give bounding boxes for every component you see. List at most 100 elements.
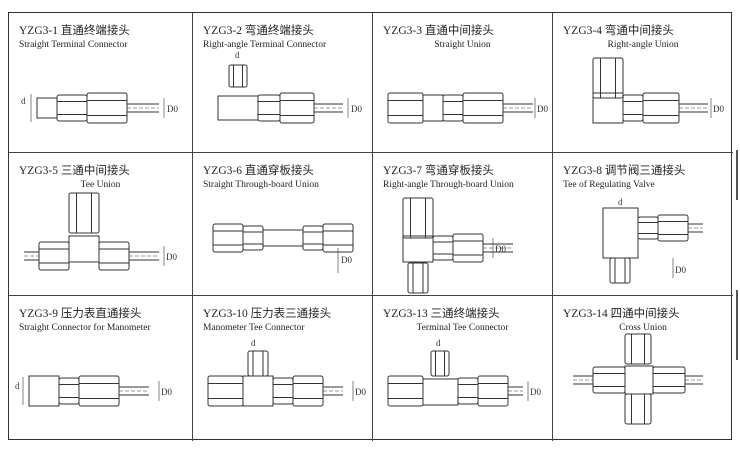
nut xyxy=(622,94,644,122)
nut xyxy=(387,375,424,407)
body xyxy=(422,378,459,406)
scan-edge xyxy=(736,150,738,200)
nut xyxy=(38,241,70,271)
fitting-code: YZG3-7 弯通穿板接头 xyxy=(383,165,494,177)
nut xyxy=(272,377,294,405)
nut xyxy=(68,192,100,234)
fitting-code: YZG3-5 三通中间接头 xyxy=(19,165,130,177)
dimension-label: D0 xyxy=(355,387,366,397)
nut xyxy=(292,375,324,407)
fitting-drawing: dD0 xyxy=(207,338,366,407)
fitting-drawing: D0 xyxy=(212,223,354,273)
nut xyxy=(56,94,88,122)
body xyxy=(68,235,100,263)
nut xyxy=(402,197,434,239)
fitting-cell: D0 YZG3-4 弯通中间接头 Right-angle Union xyxy=(553,13,733,153)
nut xyxy=(432,235,454,261)
nut xyxy=(624,393,652,425)
fitting-english-name: Right-angle Terminal Connector xyxy=(203,40,327,50)
fitting-code: YZG3-14 四通中间接头 xyxy=(563,308,680,320)
scan-edge xyxy=(736,290,738,360)
dimension-label: d xyxy=(15,381,20,391)
nut xyxy=(58,377,80,405)
fitting-code: YZG3-2 弯通终端接头 xyxy=(203,25,314,37)
fitting-code: YZG3-13 三通终端接头 xyxy=(383,308,500,320)
nut xyxy=(442,94,464,122)
nut xyxy=(407,262,429,294)
dimension-label: D0 xyxy=(530,387,541,397)
body xyxy=(402,235,434,263)
fitting-drawing: dD0 xyxy=(15,375,172,407)
fitting-code: YZG3-3 直通中间接头 xyxy=(383,25,494,37)
nut xyxy=(247,350,269,377)
nut xyxy=(322,223,354,253)
fitting-english-name: Right-angle Through-board Union xyxy=(383,180,514,190)
fitting-cell: D0 YZG3-3 直通中间接头 Straight Union xyxy=(373,13,553,153)
nut xyxy=(257,94,281,122)
fitting-drawing: dD0 xyxy=(217,50,362,124)
fitting-drawing: D0 xyxy=(24,192,177,271)
fitting-code: YZG3-9 压力表直通接头 xyxy=(19,308,142,320)
body xyxy=(262,229,304,247)
nut xyxy=(457,377,479,405)
nut xyxy=(302,225,324,251)
fitting-english-name: Straight Terminal Connector xyxy=(19,40,128,50)
nut xyxy=(86,92,128,124)
nut xyxy=(78,375,120,407)
body xyxy=(217,95,259,121)
fitting-drawing: dD0 xyxy=(21,92,178,124)
nut xyxy=(430,350,450,377)
fitting-drawing: D0 xyxy=(387,92,548,124)
nut xyxy=(242,225,264,251)
dimension-label: d xyxy=(21,96,26,106)
dimension-label: d xyxy=(251,338,256,348)
fitting-english-name: Right-angle Union xyxy=(607,40,679,50)
fitting-cell: D0 YZG3-6 直通穿板接头 Straight Through-board … xyxy=(193,153,373,296)
nut xyxy=(212,223,244,253)
nut xyxy=(657,214,689,242)
fitting-english-name: Terminal Tee Connector xyxy=(416,323,509,333)
fitting-english-name: Manometer Tee Connector xyxy=(203,323,305,333)
fitting-code: YZG3-6 直通穿板接头 xyxy=(203,165,314,177)
nut xyxy=(98,241,130,271)
dimension-label: D0 xyxy=(166,252,177,262)
fitting-cell: D0 YZG3-5 三通中间接头 Tee Union xyxy=(9,153,193,296)
body xyxy=(36,97,58,119)
fitting-drawing xyxy=(573,333,703,425)
fitting-drawing: dD0 xyxy=(602,197,703,284)
dimension-label: d xyxy=(618,197,623,207)
fitting-english-name: Straight Connector for Manometer xyxy=(19,323,151,333)
dimension-label: D0 xyxy=(675,265,686,275)
nut xyxy=(637,216,659,240)
fitting-cell: D0 YZG3-7 弯通穿板接头 Right-angle Through-boa… xyxy=(373,153,553,296)
fitting-drawing: D0 xyxy=(592,57,724,124)
dimension-label: d xyxy=(235,50,240,60)
fitting-english-name: Tee of Regulating Valve xyxy=(563,180,655,190)
nut xyxy=(387,92,424,124)
dimension-label: D0 xyxy=(161,387,172,397)
nut xyxy=(652,366,686,394)
dimension-label: D0 xyxy=(495,244,506,254)
body xyxy=(422,94,444,122)
fitting-english-name: Cross Union xyxy=(619,323,667,333)
nut xyxy=(609,257,631,284)
fitting-english-name: Straight Through-board Union xyxy=(203,180,319,190)
body xyxy=(624,365,654,395)
fitting-english-name: Tee Union xyxy=(80,180,121,190)
nut xyxy=(452,233,484,263)
dimension-label: D0 xyxy=(167,104,178,114)
fitting-english-name: Straight Union xyxy=(434,40,491,50)
nut xyxy=(228,64,248,88)
nut xyxy=(624,333,652,365)
fitting-code: YZG3-10 压力表三通接头 xyxy=(203,308,332,320)
dimension-label: D0 xyxy=(537,104,548,114)
dimension-label: D0 xyxy=(351,104,362,114)
dimension-label: d xyxy=(436,338,441,348)
fitting-code: YZG3-4 弯通中间接头 xyxy=(563,25,674,37)
body xyxy=(242,375,274,407)
